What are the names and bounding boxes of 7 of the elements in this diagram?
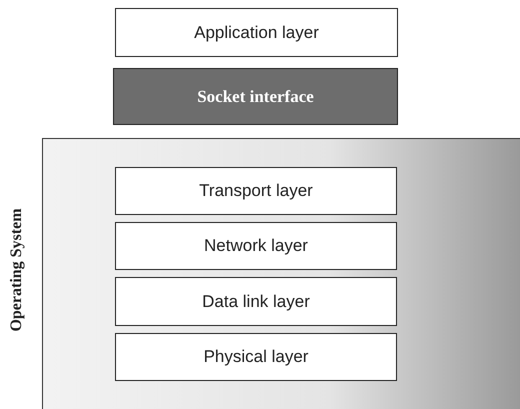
layer-box: Transport layer	[115, 167, 397, 215]
group-heading: Operating System	[8, 208, 26, 332]
layer-box: Network layer	[115, 222, 397, 270]
layer-box: Data link layer	[115, 277, 397, 326]
layer-box: Physical layer	[115, 333, 397, 381]
layer-box: Application layer	[115, 8, 398, 57]
interface-box: Socket interface	[113, 68, 398, 125]
